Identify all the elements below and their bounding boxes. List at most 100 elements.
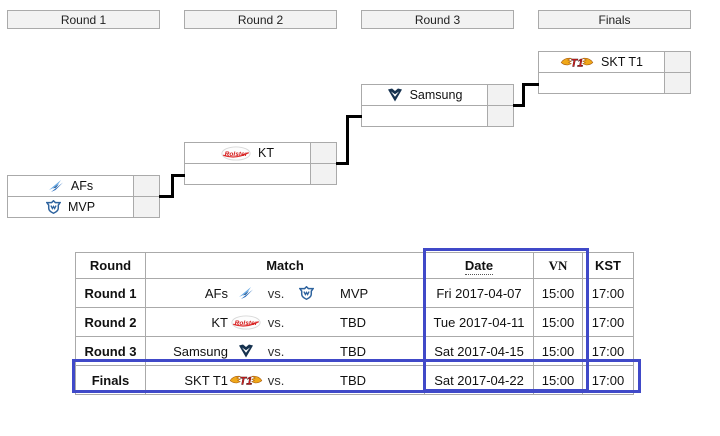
round-label: Round 1 bbox=[75, 278, 146, 308]
connector-line bbox=[174, 174, 185, 177]
team-name[interactable]: AFs bbox=[70, 179, 94, 193]
team-cell-empty bbox=[538, 72, 665, 94]
round1-header-label: Round 1 bbox=[60, 12, 107, 27]
score-cell bbox=[488, 84, 514, 106]
svg-text:T1: T1 bbox=[240, 375, 253, 387]
connector-line bbox=[522, 83, 525, 107]
match-cell: Samsung vs. TBD bbox=[145, 336, 425, 366]
vs-label: vs. bbox=[267, 314, 285, 330]
samsung-logo-icon[interactable] bbox=[228, 344, 264, 358]
schedule-row-round2: Round 2 KT Rolster vs. TB bbox=[75, 307, 634, 337]
team-name[interactable]: KT bbox=[258, 146, 274, 160]
match-column-header: Match bbox=[145, 252, 425, 279]
bracket-match-round1: AFs MVP bbox=[7, 175, 160, 218]
round-label: Round 2 bbox=[75, 307, 146, 337]
skt-t1-logo-icon[interactable]: T1 bbox=[228, 373, 264, 388]
score-cell bbox=[665, 72, 691, 94]
bracket-team-row: Samsung bbox=[361, 84, 514, 106]
team1-name[interactable]: SKT T1 bbox=[184, 372, 228, 388]
afs-logo-icon[interactable] bbox=[228, 286, 264, 300]
schedule-table: Round Match Date VN KST Round 1 AFs bbox=[75, 252, 634, 395]
score-cell bbox=[134, 175, 160, 197]
vn-time-cell: 15:00 bbox=[533, 307, 583, 337]
team2-name: TBD bbox=[340, 314, 366, 330]
bracket-team-row bbox=[538, 72, 691, 94]
bracket-team-row bbox=[361, 105, 514, 127]
team1-name[interactable]: AFs bbox=[204, 285, 228, 301]
vn-time-cell: 15:00 bbox=[533, 336, 583, 366]
kst-time-cell: 17:00 bbox=[582, 278, 634, 308]
bracket-team-row: T1 SKT T1 bbox=[538, 51, 691, 73]
schedule-row-finals: Finals SKT T1 T1 vs. TBD bbox=[75, 365, 634, 395]
afs-logo-icon[interactable] bbox=[48, 179, 64, 193]
skt-t1-logo-icon[interactable]: T1 bbox=[560, 55, 594, 70]
vs-label: vs. bbox=[267, 372, 285, 388]
mvp-logo-icon[interactable] bbox=[45, 200, 61, 214]
bracket-match-finals: T1 SKT T1 bbox=[538, 51, 691, 94]
team-cell-skt-t1[interactable]: T1 SKT T1 bbox=[538, 51, 665, 73]
team2-name: TBD bbox=[340, 343, 366, 359]
team-name[interactable]: Samsung bbox=[409, 88, 463, 102]
date-cell: Sat 2017-04-22 bbox=[424, 365, 534, 395]
round-label: Round 3 bbox=[75, 336, 146, 366]
samsung-logo-icon[interactable] bbox=[387, 88, 403, 102]
date-cell: Tue 2017-04-11 bbox=[424, 307, 534, 337]
mvp-logo-icon[interactable] bbox=[288, 286, 324, 300]
round2-header: Round 2 bbox=[184, 10, 337, 29]
bracket-match-round3: Samsung bbox=[361, 84, 514, 127]
schedule-row-round3: Round 3 Samsung vs. TBD bbox=[75, 336, 634, 366]
vs-label: vs. bbox=[267, 343, 285, 359]
team1-name[interactable]: Samsung bbox=[173, 343, 228, 359]
vn-time-cell: 15:00 bbox=[533, 278, 583, 308]
connector-line bbox=[336, 162, 349, 165]
bracket-team-row: AFs bbox=[7, 175, 160, 197]
kt-rolster-logo-icon[interactable]: Rolster bbox=[228, 314, 264, 330]
finals-header: Finals bbox=[538, 10, 691, 29]
connector-line bbox=[349, 115, 362, 118]
score-cell bbox=[488, 105, 514, 127]
svg-text:Rolster: Rolster bbox=[225, 151, 248, 158]
team-cell-afs[interactable]: AFs bbox=[7, 175, 134, 197]
kst-time-cell: 17:00 bbox=[582, 365, 634, 395]
team-cell-samsung[interactable]: Samsung bbox=[361, 84, 488, 106]
bracket-match-round2: Rolster KT bbox=[184, 142, 337, 185]
round-column-header: Round bbox=[75, 252, 146, 279]
match-cell: SKT T1 T1 vs. TBD bbox=[145, 365, 425, 395]
round2-header-label: Round 2 bbox=[237, 12, 284, 27]
score-cell bbox=[134, 196, 160, 218]
score-cell bbox=[311, 142, 337, 164]
score-cell bbox=[665, 51, 691, 73]
team-cell-empty bbox=[184, 163, 311, 185]
date-cell: Sat 2017-04-15 bbox=[424, 336, 534, 366]
bracket-team-row: Rolster KT bbox=[184, 142, 337, 164]
team-cell-mvp[interactable]: MVP bbox=[7, 196, 134, 218]
team2-name[interactable]: MVP bbox=[340, 285, 369, 301]
vs-label: vs. bbox=[267, 285, 285, 301]
team1-name[interactable]: KT bbox=[211, 314, 228, 330]
connector-line bbox=[159, 195, 174, 198]
date-header-label: Date bbox=[464, 258, 494, 275]
match-cell: AFs vs. bbox=[145, 278, 425, 308]
round3-header: Round 3 bbox=[361, 10, 514, 29]
connector-line bbox=[171, 174, 174, 198]
team-cell-kt[interactable]: Rolster KT bbox=[184, 142, 311, 164]
kst-time-cell: 17:00 bbox=[582, 336, 634, 366]
vn-time-cell: 15:00 bbox=[533, 365, 583, 395]
round1-header: Round 1 bbox=[7, 10, 160, 29]
round-label: Finals bbox=[75, 365, 146, 395]
schedule-header-row: Round Match Date VN KST bbox=[75, 252, 634, 279]
team-name[interactable]: SKT T1 bbox=[601, 55, 643, 69]
score-cell bbox=[311, 163, 337, 185]
schedule-row-round1: Round 1 AFs vs. bbox=[75, 278, 634, 308]
kst-column-header: KST bbox=[582, 252, 634, 279]
kst-time-cell: 17:00 bbox=[582, 307, 634, 337]
team2-name: TBD bbox=[340, 372, 366, 388]
connector-line bbox=[525, 83, 539, 86]
kt-rolster-logo-icon[interactable]: Rolster bbox=[221, 145, 251, 161]
connector-line bbox=[346, 115, 349, 165]
date-cell: Fri 2017-04-07 bbox=[424, 278, 534, 308]
bracket-team-row bbox=[184, 163, 337, 185]
svg-text:T1: T1 bbox=[571, 57, 584, 69]
team-name[interactable]: MVP bbox=[67, 200, 96, 214]
